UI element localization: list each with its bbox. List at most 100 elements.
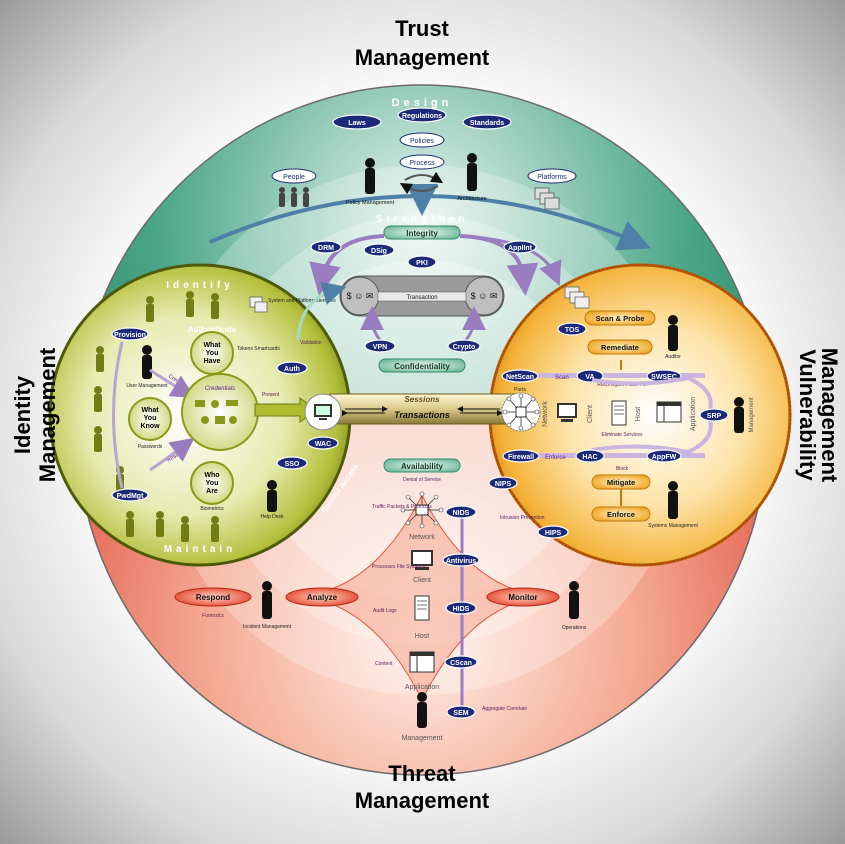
svg-text:Mitigate: Mitigate — [607, 478, 635, 487]
v-network-label: Network — [542, 401, 549, 427]
remediate-pill[interactable]: Remediate — [587, 339, 653, 355]
svg-text:CScan: CScan — [450, 660, 472, 667]
svg-text:Antivirus: Antivirus — [446, 558, 476, 565]
appfw-pill[interactable]: AppFW — [646, 449, 682, 463]
credentials-cluster: Credentials — [128, 331, 259, 505]
system-identities-label: System and Platform Identities — [268, 298, 336, 304]
regulations-pill[interactable]: Regulations — [397, 107, 447, 123]
help-desk-label: Help Desk — [260, 514, 284, 520]
svg-text:Transaction: Transaction — [406, 295, 437, 301]
threat-client-label: Client — [413, 577, 431, 584]
cscan-pill[interactable]: CScan — [444, 655, 478, 669]
enforce-small-label: Enforce — [545, 455, 566, 461]
drm-pill[interactable]: DRM — [310, 240, 342, 254]
hac-pill[interactable]: HAC — [575, 449, 605, 463]
integrity-pill[interactable]: Integrity — [383, 225, 461, 240]
svg-text:Monitor: Monitor — [508, 593, 537, 602]
antivirus-pill[interactable]: Antivirus — [442, 553, 480, 567]
threat-management-label: Management — [402, 735, 443, 742]
policies-pill[interactable]: Policies — [399, 132, 445, 148]
svg-text:Provision: Provision — [114, 332, 146, 339]
incident-management-label: Incident Management — [243, 624, 292, 630]
srp-pill[interactable]: SRP — [699, 408, 729, 422]
dsig-pill[interactable]: DSig — [363, 243, 395, 257]
who-you-are-line1: Who — [204, 472, 219, 479]
maintain-title: Maintain — [164, 544, 237, 555]
monitor-pill[interactable]: Monitor — [486, 587, 560, 607]
firewall-pill[interactable]: Firewall — [502, 449, 540, 463]
threat-application-label: Application — [405, 684, 439, 691]
identity-title-line1: Identity — [10, 375, 35, 454]
svg-text:People: People — [283, 174, 305, 181]
v-client-label: Client — [587, 405, 594, 423]
provision-pill[interactable]: Provision — [111, 327, 149, 341]
people-pill[interactable]: People — [271, 168, 317, 184]
traffic-label: Traffic Packets & Protocols — [372, 504, 432, 510]
pwdmgt-pill[interactable]: PwdMgt — [111, 488, 149, 502]
process-cycle-icon — [399, 171, 444, 195]
identity-title-line2: Management — [35, 347, 60, 482]
tos-pill[interactable]: TOS — [557, 322, 587, 336]
svg-text:Scan & Probe: Scan & Probe — [596, 314, 645, 323]
operations-label: Operations — [562, 625, 587, 631]
block-label: Block — [616, 466, 629, 472]
svg-text:Transactions: Transactions — [394, 410, 450, 420]
analyze-pill[interactable]: Analyze — [285, 587, 359, 607]
v-application-label: Application — [690, 397, 697, 431]
nips-pill[interactable]: NIPS — [488, 476, 518, 490]
laws-pill[interactable]: Laws — [332, 114, 382, 130]
process-pill[interactable]: Process — [399, 154, 445, 170]
transaction-capsule: Transaction $ ☺ ✉ $ ☺ ✉ — [339, 275, 505, 317]
svg-text:SWSEC: SWSEC — [651, 374, 677, 381]
intrusion-prevention-label: Intrusion Prevention — [500, 515, 545, 521]
svg-text:Credentials: Credentials — [205, 386, 235, 392]
svg-text:DRM: DRM — [318, 245, 334, 252]
what-you-have-line2: You — [206, 350, 219, 357]
svg-text:SRP: SRP — [707, 413, 722, 420]
respond-pill[interactable]: Respond — [174, 587, 252, 607]
availability-pill[interactable]: Availability — [383, 458, 461, 473]
scan-data-icon — [564, 286, 590, 309]
sso-pill[interactable]: SSO — [276, 456, 308, 470]
pki-pill[interactable]: PKI — [407, 255, 437, 269]
systems-manager-figure-icon — [668, 481, 678, 519]
what-you-know-line1: What — [141, 407, 159, 414]
threat-network-icon — [400, 491, 444, 529]
hids-pill[interactable]: HIDS — [445, 601, 477, 615]
scan-probe-pill[interactable]: Scan & Probe — [584, 310, 656, 326]
wac-pill[interactable]: WAC — [307, 436, 339, 450]
standards-pill[interactable]: Standards — [462, 114, 512, 130]
svg-text:NIDS: NIDS — [453, 510, 470, 517]
applnt-pill[interactable]: ApplInt — [503, 240, 537, 254]
svg-text:Sessions: Sessions — [404, 395, 440, 404]
svg-text:Regulations: Regulations — [402, 113, 442, 120]
threat-title-line1: Threat — [388, 761, 456, 786]
sem-pill[interactable]: SEM — [446, 705, 476, 719]
nids-pill[interactable]: NIDS — [445, 505, 477, 519]
platforms-pill[interactable]: Platforms — [527, 168, 577, 184]
threat-title-line2: Management — [355, 788, 490, 813]
svg-text:Laws: Laws — [348, 120, 366, 127]
svg-text:PKI: PKI — [416, 260, 428, 267]
svg-text:NIPS: NIPS — [495, 481, 512, 488]
confidentiality-pill[interactable]: Confidentiality — [378, 358, 466, 373]
enforce-pill[interactable]: Enforce — [591, 506, 651, 522]
who-you-are-line2: You — [206, 480, 219, 487]
svg-text:VPN: VPN — [373, 344, 387, 351]
svg-text:Enforce: Enforce — [607, 510, 635, 519]
netscan-pill[interactable]: NetScan — [501, 369, 539, 383]
svg-text:AppFW: AppFW — [652, 454, 677, 461]
hips-pill[interactable]: HIPS — [537, 525, 569, 539]
crypto-pill[interactable]: Crypto — [447, 339, 481, 353]
eliminate-services-label: Eliminate Services — [601, 432, 643, 438]
auth-pill[interactable]: Auth — [276, 361, 308, 375]
auditor-figure-icon — [668, 315, 678, 351]
vpn-pill[interactable]: VPN — [364, 339, 396, 353]
mitigate-pill[interactable]: Mitigate — [591, 474, 651, 490]
threat-host-label: Host — [415, 633, 429, 640]
system-identities-icon — [249, 296, 268, 313]
svg-text:SSO: SSO — [285, 461, 300, 468]
v-client-icon — [557, 403, 577, 422]
sessions-band: Sessions Transactions — [329, 393, 526, 425]
